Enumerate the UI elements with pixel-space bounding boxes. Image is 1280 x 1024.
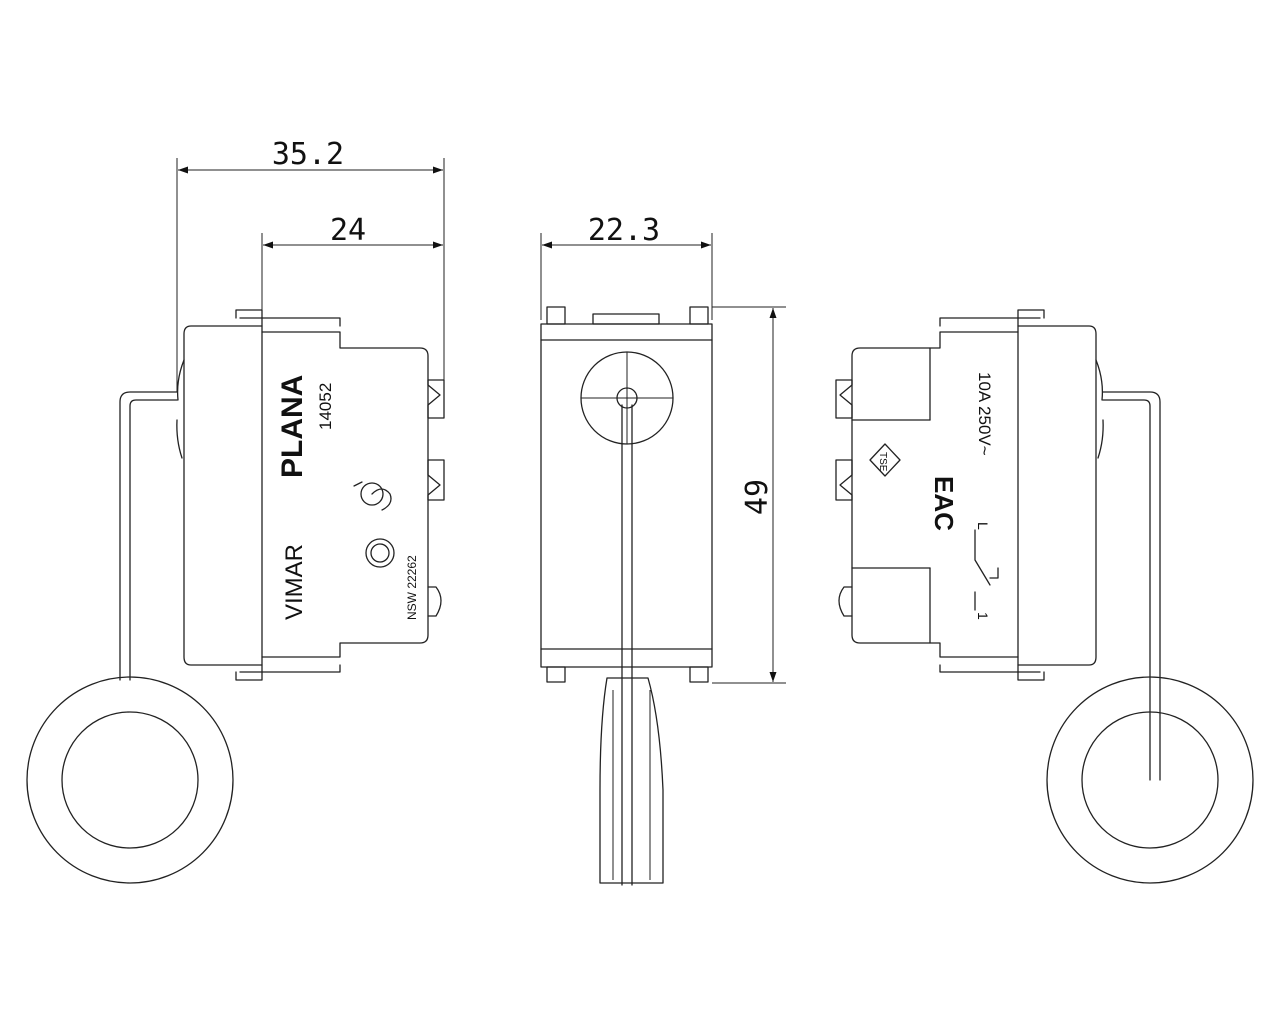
series-name-plana: PLANA bbox=[276, 375, 309, 478]
switch-schematic-icon bbox=[974, 529, 999, 611]
swirl-cert-icon bbox=[353, 481, 392, 511]
electrical-rating: 10A 250V~ bbox=[975, 372, 994, 456]
terminal-label-1: 1 bbox=[975, 612, 991, 620]
terminal-label-L: L bbox=[975, 522, 991, 530]
tse-mark-text: TSE bbox=[877, 452, 888, 472]
dimension-height: 49 bbox=[712, 306, 786, 684]
dimension-body-depth: 24 bbox=[261, 213, 443, 318]
approval-number: NSW 22262 bbox=[405, 555, 419, 620]
dim-label-front-width: 22.3 bbox=[588, 213, 660, 248]
dimension-front-width: 22.3 bbox=[540, 213, 713, 320]
dimension-overall-depth: 35.2 bbox=[176, 137, 445, 395]
front-view bbox=[540, 306, 713, 886]
dim-label-body-depth: 24 bbox=[330, 213, 366, 248]
dim-label-height: 49 bbox=[740, 479, 775, 515]
ccc-mark-icon bbox=[365, 538, 395, 568]
product-code: 14052 bbox=[316, 383, 335, 430]
tse-cert-icon: TSE bbox=[869, 443, 901, 477]
dim-label-overall-depth: 35.2 bbox=[272, 137, 344, 172]
eac-mark-text: EAC bbox=[929, 476, 959, 531]
side-view-right: 10A 250V~ TSE EAC L 1 bbox=[835, 309, 1254, 884]
side-view-left: PLANA 14052 VIMAR NSW 22262 bbox=[26, 309, 445, 884]
brand-vimar: VIMAR bbox=[281, 544, 308, 620]
